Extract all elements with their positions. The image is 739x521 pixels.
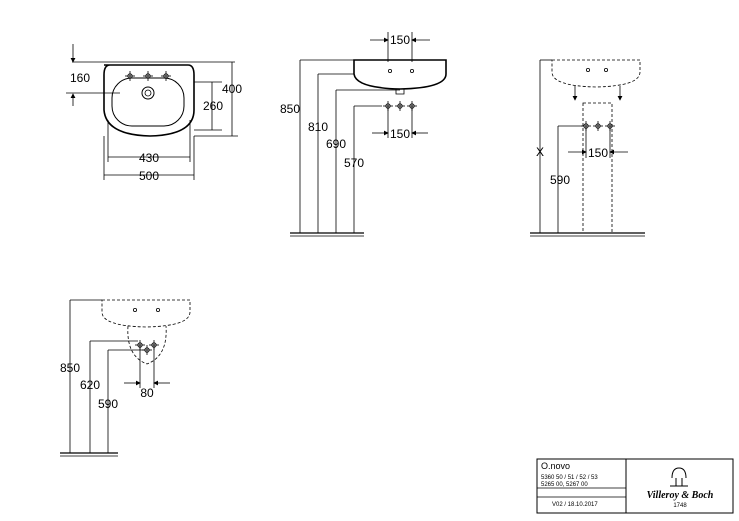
dim-80: 80 [140, 386, 154, 400]
dim-810: 810 [308, 120, 328, 134]
dim-690: 690 [326, 137, 346, 151]
dim-260: 260 [203, 99, 223, 113]
side-view: 150 850 810 690 570 150 [280, 32, 447, 237]
dim-590: 590 [98, 397, 118, 411]
dim-590: 590 [550, 173, 570, 187]
dim-400: 400 [222, 82, 242, 96]
dim-570: 570 [344, 156, 364, 170]
pedestal-outline [582, 102, 613, 234]
tap-hole-icon [160, 70, 172, 82]
brand-logo: Villeroy & Boch 1748 [647, 467, 714, 509]
basin-bowl [111, 77, 185, 127]
dim-150-bottom: 150 [390, 127, 410, 141]
dim-850: 850 [280, 102, 300, 116]
dim-160: 160 [70, 71, 90, 85]
dim-850: 850 [60, 361, 80, 375]
dim-620: 620 [80, 378, 100, 392]
logo-year: 1748 [673, 503, 687, 509]
tap-hole-icon [124, 70, 136, 82]
dim-500: 500 [139, 169, 159, 183]
top-view: 160 260 400 430 500 [66, 44, 242, 183]
product-codes-1: 5360 50 / 51 / 52 / 53 [541, 475, 598, 481]
dim-x: X [536, 145, 544, 159]
basin-side [353, 59, 447, 90]
title-block: O.novo 5360 50 / 51 / 52 / 53 5265 00, 5… [536, 458, 734, 514]
product-name: O.novo [541, 461, 570, 471]
logo-text: Villeroy & Boch [647, 490, 714, 501]
dim-430: 430 [139, 151, 159, 165]
tap-hole-icon [142, 70, 154, 82]
drain-outlet [395, 89, 405, 95]
basin-outline [103, 64, 195, 137]
version-date: V02 / 18.10.2017 [552, 502, 598, 508]
basin-dashed [101, 299, 191, 328]
product-codes-2: 5265 00, 5267 00 [541, 482, 588, 488]
waste-outlet-icon [394, 100, 406, 112]
waste-outlet-icon [592, 120, 604, 132]
dim-150: 150 [588, 146, 608, 160]
title-block-frame [536, 458, 734, 514]
semi-pedestal-outline [127, 325, 167, 365]
semi-pedestal-view: 850 620 590 80 [60, 299, 191, 457]
pedestal-view: X 590 150 [530, 59, 645, 237]
dim-150-top: 150 [390, 33, 410, 47]
basin-dashed [551, 59, 641, 88]
drain-icon [141, 86, 155, 100]
